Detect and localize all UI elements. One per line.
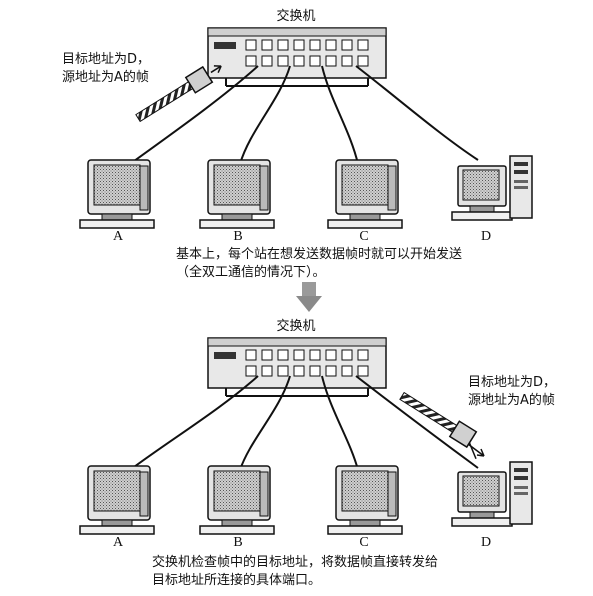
top-frame-note-line1: 目标地址为D， xyxy=(62,52,150,67)
frame-direction-arrow xyxy=(467,443,485,457)
network-switch-icon xyxy=(207,27,387,87)
top-computer-d-label: D xyxy=(481,229,491,244)
network-switch-icon xyxy=(207,337,387,397)
down-arrow-icon xyxy=(296,282,322,312)
bottom-computer-c-label: C xyxy=(359,535,368,550)
top-caption-line1: 基本上，每个站在想发送数据帧时就可以开始发送 xyxy=(176,246,462,262)
bottom-computer-d-label: D xyxy=(481,535,491,550)
bottom-caption-line2: 目标地址所连接的具体端口。 xyxy=(152,572,321,588)
tower-computer-icon xyxy=(451,155,533,221)
bottom-switch-label: 交换机 xyxy=(276,318,315,334)
bottom-frame-note-line1: 目标地址为D， xyxy=(468,375,556,390)
top-computer-c-label: C xyxy=(359,229,368,244)
data-frame-icon xyxy=(135,65,222,123)
bottom-computer-a-label: A xyxy=(113,535,124,550)
bottom-scene: 交换机 A B C D 目标地址为D， 源地址为A的帧 交换机检查帧中的目标地址… xyxy=(79,318,556,588)
top-computer-b-label: B xyxy=(233,229,242,244)
top-scene: 交换机 A B C D 目标地址为D， 源地址为A的帧 基本上，每个站在想发送数… xyxy=(62,8,533,280)
top-caption-line2: （全双工通信的情况下）。 xyxy=(176,264,326,280)
bottom-cables xyxy=(129,375,479,471)
crt-computer-icon xyxy=(199,159,275,229)
crt-computer-icon xyxy=(327,465,403,535)
top-switch-label: 交换机 xyxy=(276,8,315,24)
crt-computer-icon xyxy=(327,159,403,229)
bottom-caption-line1: 交换机检查帧中的目标地址，将数据帧直接转发给 xyxy=(152,554,438,570)
bottom-frame-note-line2: 源地址为A的帧 xyxy=(468,392,555,408)
bottom-computer-b-label: B xyxy=(233,535,242,550)
top-cables xyxy=(129,65,479,165)
crt-computer-icon xyxy=(79,465,155,535)
top-frame-note-line2: 源地址为A的帧 xyxy=(62,69,149,85)
crt-computer-icon xyxy=(79,159,155,229)
top-computer-a-label: A xyxy=(113,229,124,244)
tower-computer-icon xyxy=(451,461,533,527)
crt-computer-icon xyxy=(199,465,275,535)
